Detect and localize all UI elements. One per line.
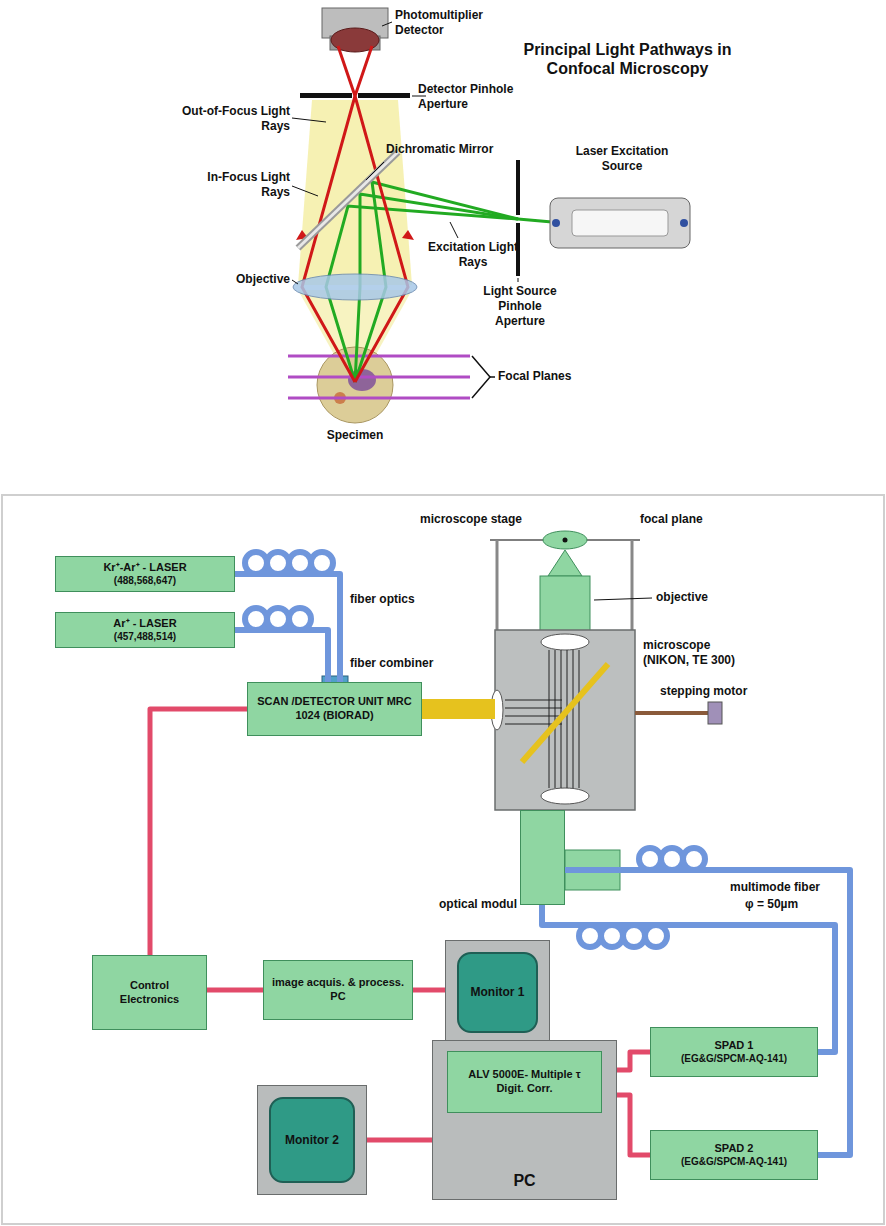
label-box: Excitation Light Rays — [428, 240, 518, 270]
label-box: Specimen — [305, 428, 405, 443]
box-text: Ar⁺ - LASER — [113, 617, 176, 631]
block-box: SPAD 2(EG&G/SPCM-AQ-141) — [650, 1130, 818, 1180]
part-label: objective — [656, 590, 756, 605]
part-label: fiber optics — [350, 592, 460, 607]
label-box: multimode fiber — [730, 880, 850, 895]
part-name: optical modul — [421, 897, 517, 912]
block-box: Monitor 2 — [257, 1085, 367, 1195]
block-box: Control Electronics — [92, 955, 207, 1030]
part-label: microscope stage — [420, 512, 560, 527]
block-box: Monitor 1 — [445, 940, 550, 1045]
callout-label: Excitation Light Rays — [428, 240, 518, 270]
callout-label: Detector Pinhole Aperture — [418, 82, 530, 112]
pc-label-box: PC — [433, 1171, 616, 1191]
box-text: (EG&G/SPCM-AQ-141) — [681, 1156, 787, 1169]
label-box: objective — [656, 590, 756, 605]
label-box: Laser Excitation Source — [572, 144, 672, 174]
title: Principal Light Pathways in Confocal Mic… — [520, 40, 735, 78]
label-box: Out-of-Focus Light Rays — [160, 104, 290, 134]
label-box: stepping motor — [660, 684, 780, 699]
callout-label: Out-of-Focus Light Rays — [160, 104, 290, 134]
box-text: SPAD 2 — [715, 1142, 754, 1156]
outside-label-box: microscope (NIKON, TE 300) — [643, 638, 755, 668]
box-text: SPAD 1 — [715, 1039, 754, 1053]
label-box: φ = 50µm — [745, 897, 855, 912]
box-text: (457,488,514) — [114, 631, 176, 644]
callout-label: Laser Excitation Source — [572, 144, 672, 174]
label-box: In-Focus Light Rays — [180, 170, 290, 200]
box-text: SCAN /DETECTOR UNIT MRC 1024 (BIORAD) — [254, 695, 415, 723]
signal-cable — [150, 709, 247, 955]
callout-label: Specimen — [305, 428, 405, 443]
box-text: Kr⁺-Ar⁺ - LASER — [103, 561, 186, 575]
box-text: Control Electronics — [99, 979, 200, 1007]
part-label: stepping motor — [660, 684, 780, 699]
block-box: Kr⁺-Ar⁺ - LASER(488,568,647) — [55, 556, 235, 592]
block-box: SCAN /DETECTOR UNIT MRC 1024 (BIORAD) — [247, 682, 422, 736]
optical-fiber — [235, 630, 328, 682]
light-beam — [422, 699, 495, 719]
callout-label: Photomultiplier Detector — [395, 8, 507, 38]
monitor-screen: Monitor 2 — [269, 1097, 355, 1183]
part-label: multimode fiber — [730, 880, 850, 895]
callout-label: Dichromatic Mirror — [386, 142, 498, 157]
pc-label: PC — [433, 1171, 616, 1191]
box-text: (EG&G/SPCM-AQ-141) — [681, 1053, 787, 1066]
block-box: ALV 5000E- Multiple τ Digit. Corr. — [447, 1051, 602, 1113]
callout-label: Light Source Pinhole Aperture — [472, 284, 568, 329]
callout-label: Focal Planes — [498, 369, 608, 384]
block-box: PC ALV 5000E- Multiple τ Digit. Corr. — [432, 1040, 617, 1200]
box-text: ALV 5000E- Multiple τ Digit. Corr. — [454, 1068, 595, 1096]
label-box: Detector Pinhole Aperture — [418, 82, 530, 112]
block-box: microscope (NIKON, TE 300) — [495, 630, 761, 810]
signal-cable — [367, 1138, 432, 1143]
label-box: microscope stage — [420, 512, 560, 527]
signal-cable — [207, 988, 263, 993]
title-box: Principal Light Pathways in Confocal Mic… — [520, 40, 735, 78]
block-box: optical modul — [520, 810, 565, 905]
label-box: Light Source Pinhole Aperture — [472, 284, 568, 329]
callout-label: In-Focus Light Rays — [180, 170, 290, 200]
label-box: fiber optics — [350, 592, 460, 607]
monitor-screen: Monitor 1 — [457, 952, 538, 1033]
part-label: focal plane — [640, 512, 760, 527]
block-box: Ar⁺ - LASER(457,488,514) — [55, 612, 235, 648]
label-box: Dichromatic Mirror — [386, 142, 498, 157]
block-box: SPAD 1(EG&G/SPCM-AQ-141) — [650, 1027, 818, 1077]
box-text: image acquis. & process. PC — [270, 976, 406, 1004]
outside-label-box: optical modul — [421, 897, 517, 912]
label-box: Objective — [190, 272, 290, 287]
part-name: microscope (NIKON, TE 300) — [643, 638, 755, 668]
label-box: Photomultiplier Detector — [395, 8, 507, 38]
box-text: (488,568,647) — [114, 575, 176, 588]
part-label: φ = 50µm — [745, 897, 855, 912]
part-label: fiber combiner — [350, 656, 470, 671]
signal-cable — [413, 988, 445, 993]
block-box: image acquis. & process. PC — [263, 960, 413, 1020]
label-box: fiber combiner — [350, 656, 470, 671]
label-box: focal plane — [640, 512, 760, 527]
optical-fiber — [235, 574, 340, 682]
label-box: Focal Planes — [498, 369, 608, 384]
callout-label: Objective — [190, 272, 290, 287]
